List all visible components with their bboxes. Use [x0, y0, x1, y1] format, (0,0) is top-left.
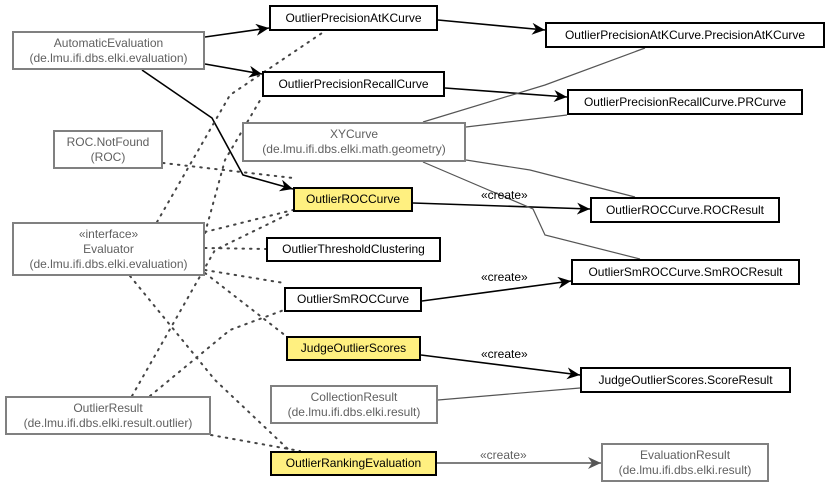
- class-evaluation-result[interactable]: EvaluationResult (de.lmu.ifi.dbs.elki.re…: [601, 443, 769, 482]
- class-pr-curve-result[interactable]: OutlierPrecisionRecallCurve.PRCurve: [567, 89, 803, 115]
- create-label-smroc: «create»: [481, 270, 528, 284]
- package-name: (de.lmu.ifi.dbs.elki.result.outlier): [23, 415, 193, 430]
- interface-evaluator[interactable]: «interface» Evaluator (de.lmu.ifi.dbs.el…: [12, 222, 205, 276]
- edge-realization-evaluator-to-roc_curve: [204, 209, 294, 233]
- package-name: (de.lmu.ifi.dbs.elki.math.geometry): [262, 142, 446, 156]
- create-label-roc: «create»: [481, 188, 528, 202]
- edge-create-roc_curve-to-roc_result: [412, 202, 591, 215]
- class-name: OutlierROCCurve.ROCResult: [605, 202, 765, 217]
- package-name: (de.lmu.ifi.dbs.elki.evaluation): [29, 50, 188, 65]
- class-judge-outlier-scores[interactable]: JudgeOutlierScores: [286, 336, 421, 361]
- class-name: JudgeOutlierScores: [300, 341, 407, 355]
- class-outlier-smroc-curve[interactable]: OutlierSmROCCurve: [284, 287, 422, 312]
- edge-association-automatic_evaluation-to-precision_at_k_curve: [204, 23, 270, 38]
- edge-create-smroc_curve-to-smroc_result: [421, 276, 572, 302]
- class-outlier-ranking-evaluation[interactable]: OutlierRankingEvaluation: [270, 451, 437, 476]
- class-collection-result[interactable]: CollectionResult (de.lmu.ifi.dbs.elki.re…: [270, 385, 438, 424]
- class-roc-result[interactable]: OutlierROCCurve.ROCResult: [590, 197, 780, 223]
- edge-dependency-outlier_result-to-ranking_evaluation: [210, 434, 301, 452]
- edge-create-judge_outlier_scores-to-score_result: [420, 354, 581, 380]
- class-outlier-precision-at-k-curve[interactable]: OutlierPrecisionAtKCurve: [269, 5, 438, 31]
- edge-association-precision_at_k_curve-to-precision_at_k_result: [437, 19, 546, 35]
- create-label-ranking: «create»: [480, 448, 527, 462]
- class-name: OutlierSmROCCurve: [296, 292, 410, 306]
- edge-association-automatic_evaluation-to-precision_recall_curve: [204, 63, 263, 78]
- class-outlier-result[interactable]: OutlierResult (de.lmu.ifi.dbs.elki.resul…: [5, 396, 211, 435]
- class-score-result[interactable]: JudgeOutlierScores.ScoreResult: [580, 367, 791, 393]
- package-name: (de.lmu.ifi.dbs.elki.result): [287, 404, 421, 419]
- package-name: (ROC): [90, 149, 126, 164]
- package-name: (de.lmu.ifi.dbs.elki.result): [618, 462, 752, 477]
- class-name: OutlierROCCurve: [305, 192, 401, 206]
- edge-realization-evaluator-to-judge_outlier_scores: [204, 272, 287, 337]
- edge-generalization-xycurve-to-precision_at_k_result: [422, 47, 646, 123]
- edge-generalization-collection_result-to-score_result: [437, 387, 581, 401]
- class-name: OutlierPrecisionRecallCurve: [278, 76, 429, 91]
- edge-dependency-outlier_result-to-smroc_curve: [149, 309, 285, 397]
- class-outlier-precision-recall-curve[interactable]: OutlierPrecisionRecallCurve: [262, 71, 445, 97]
- class-name: OutlierRankingEvaluation: [285, 456, 422, 470]
- create-label-judge: «create»: [481, 347, 528, 361]
- class-name: OutlierSmROCCurve.SmROCResult: [588, 264, 783, 279]
- stereotype: «interface»: [78, 226, 139, 241]
- class-outlier-threshold-clustering[interactable]: OutlierThresholdClustering: [266, 237, 441, 262]
- edge-association-precision_recall_curve-to-pr_curve_result: [444, 87, 568, 103]
- class-name: AutomaticEvaluation: [53, 35, 164, 50]
- class-name: OutlierPrecisionAtKCurve: [285, 10, 422, 25]
- edge-realization-evaluator-to-ranking_evaluation: [129, 275, 291, 452]
- class-name: OutlierPrecisionAtKCurve.PrecisionAtKCur…: [564, 27, 806, 42]
- edge-realization-evaluator-to-precision_recall_curve: [204, 96, 263, 234]
- edge-association-automatic_evaluation-to-roc_curve: [141, 69, 294, 192]
- class-automatic-evaluation[interactable]: AutomaticEvaluation (de.lmu.ifi.dbs.elki…: [12, 31, 205, 70]
- edge-realization-evaluator-to-smroc_curve: [204, 269, 285, 284]
- edge-generalization-xycurve-to-pr_curve_result: [465, 114, 568, 128]
- edge-generalization-xycurve-to-smroc_result: [422, 161, 641, 260]
- edge-dependency-roc_notfound-to-roc_curve: [162, 162, 294, 179]
- edge-dependency-outlier_result-to-roc_curve: [131, 211, 294, 397]
- class-name: ROC.NotFound: [66, 134, 150, 149]
- class-name: JudgeOutlierScores.ScoreResult: [598, 372, 773, 387]
- edge-generalization-xycurve-to-roc_result: [465, 159, 636, 198]
- class-name: CollectionResult: [310, 389, 398, 404]
- class-xycurve[interactable]: XYCurve (de.lmu.ifi.dbs.elki.math.geomet…: [242, 122, 466, 162]
- class-smroc-result[interactable]: OutlierSmROCCurve.SmROCResult: [571, 259, 800, 285]
- class-name: OutlierThresholdClustering: [282, 242, 425, 256]
- package-name: (de.lmu.ifi.dbs.elki.evaluation): [29, 256, 188, 271]
- class-name: EvaluationResult: [639, 447, 731, 462]
- class-name: Evaluator: [83, 241, 134, 256]
- class-outlier-roc-curve[interactable]: OutlierROCCurve: [293, 187, 413, 212]
- class-name: OutlierResult: [73, 400, 143, 415]
- class-name: OutlierPrecisionRecallCurve.PRCurve: [583, 94, 787, 109]
- edge-realization-evaluator-to-threshold_clustering: [204, 247, 267, 250]
- class-precision-at-k-curve-result[interactable]: OutlierPrecisionAtKCurve.PrecisionAtKCur…: [545, 22, 825, 48]
- class-name: XYCurve: [329, 127, 379, 141]
- class-roc-notfound[interactable]: ROC.NotFound (ROC): [53, 130, 163, 169]
